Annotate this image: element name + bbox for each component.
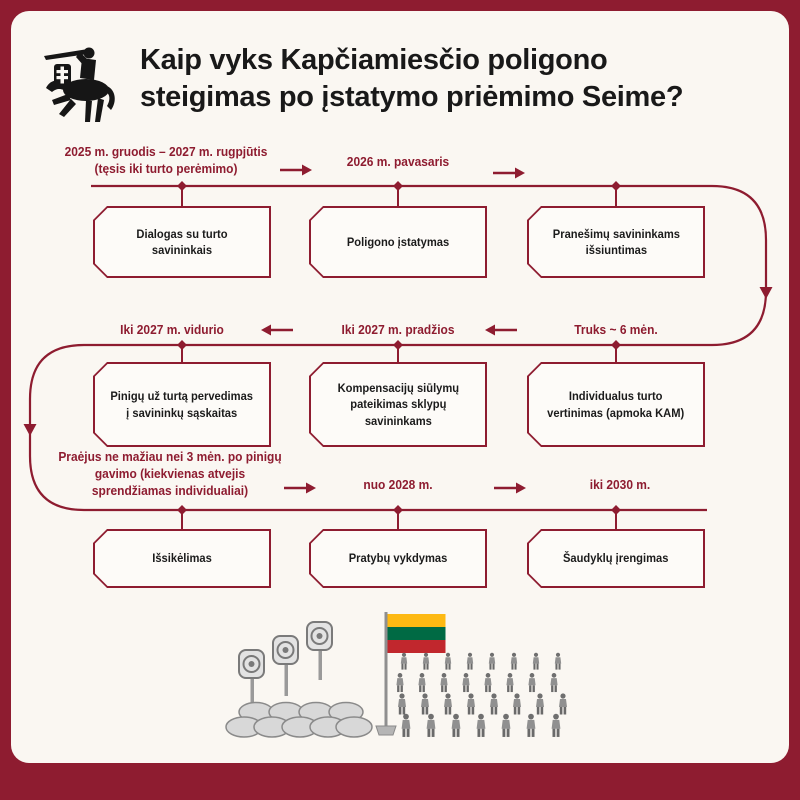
row3-label-moveout-timing: Praėjus ne mažiau nei 3 mėn. po pinigų g… (58, 449, 282, 499)
step-box-label: Dialogas su turto savininkais (136, 226, 228, 257)
row1-label-dates: 2025 m. gruodis – 2027 m. rugpjūtis (tęs… (64, 144, 268, 177)
step-box-istatymas: Poligono įstatymas (309, 206, 487, 278)
step-box-vertinimas: Individualus turto vertinimas (apmoka KA… (527, 362, 705, 447)
arrow-down-icon (23, 424, 37, 436)
step-box-issikelimas: Išsikėlimas (93, 529, 271, 588)
row3-label-from-2028: nuo 2028 m. (363, 477, 433, 492)
coat-of-arms-vytis-icon (44, 47, 115, 122)
step-box-kompensacijos: Kompensacijų siūlymų pateikimas sklypų s… (309, 362, 487, 447)
step-box-label: Individualus turto vertinimas (apmoka KA… (547, 389, 685, 420)
lithuanian-flag-icon (375, 612, 446, 736)
step-box-dialogas: Dialogas su turto savininkais (93, 206, 271, 278)
step-box-label: Pinigų už turtą pervedimas į savininkų s… (110, 389, 254, 420)
sandbags-icon (225, 701, 373, 738)
step-box-label: Poligono įstatymas (346, 234, 450, 249)
arrow-right-icon (494, 482, 526, 494)
step-box-label: Išsikėlimas (152, 551, 212, 566)
step-box-pranesimai: Pranešimų savininkams išsiuntimas (527, 206, 705, 278)
arrow-right-icon (493, 167, 525, 179)
row2-label-mid-2027: Iki 2027 m. vidurio (120, 322, 224, 337)
step-box-label: Šaudyklų įrengimas (563, 551, 669, 566)
step-box-pinigu-pervedimas: Pinigų už turtą pervedimas į savininkų s… (93, 362, 271, 447)
step-box-label: Pranešimų savininkams išsiuntimas (552, 226, 680, 257)
row1-label-spring-2026: 2026 m. pavasaris (346, 154, 450, 169)
row2-label-early-2027: Iki 2027 m. pradžios (341, 322, 455, 337)
step-box-pratybos: Pratybų vykdymas (309, 529, 487, 588)
row3-label-until-2030: iki 2030 m. (589, 477, 651, 492)
arrow-down-icon (759, 287, 773, 299)
step-box-saudyklos: Šaudyklų įrengimas (527, 529, 705, 588)
arrow-left-icon (485, 324, 517, 336)
arrow-right-icon (284, 482, 316, 494)
arrow-right-icon (280, 164, 312, 176)
arrow-left-icon (261, 324, 293, 336)
shooting-targets-icon (238, 621, 333, 710)
bottom-illustration (225, 612, 567, 738)
step-box-label: Pratybų vykdymas (348, 551, 448, 566)
page-title: Kaip vyks Kapčiamiesčio poligono steigim… (140, 44, 684, 113)
soldiers-formation-icon (396, 652, 567, 737)
step-box-label: Kompensacijų siūlymų pateikimas sklypų s… (337, 381, 459, 428)
row2-label-duration: Truks ~ 6 mėn. (574, 322, 658, 337)
